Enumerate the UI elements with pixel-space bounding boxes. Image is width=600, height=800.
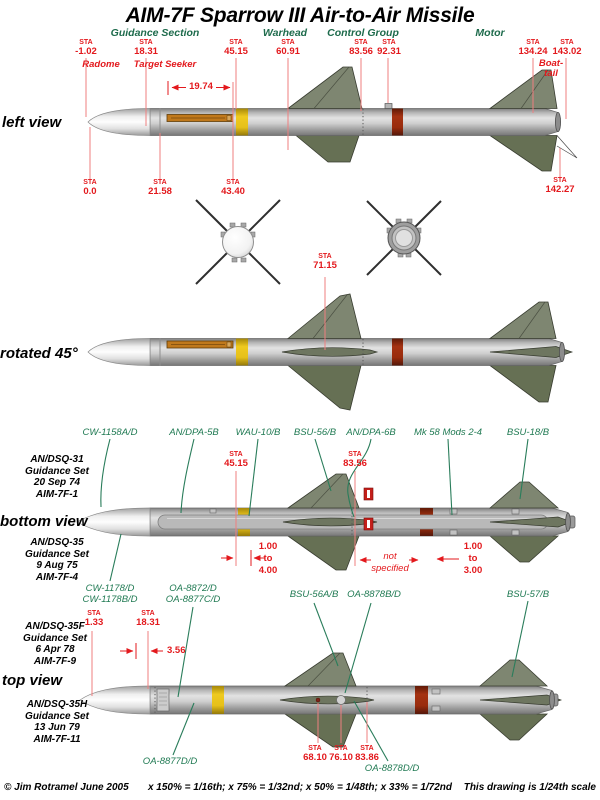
dimension-annotations <box>120 81 459 659</box>
part-label: BSU-56A/B <box>289 589 339 600</box>
boattail-label: Boat-tail <box>538 58 564 79</box>
rotated-view-drawing <box>87 293 574 411</box>
top-view-label: top view <box>2 672 63 689</box>
left-view-drawing <box>87 66 578 172</box>
rotated-view-label: rotated 45° <box>0 345 78 362</box>
green-leader-lines <box>100 438 529 762</box>
left-view-label: left view <box>2 114 62 131</box>
part-label: BSU-56/B <box>293 427 337 438</box>
scale-conversions-note: x 150% = 1/16th; x 75% = 1/32nd; x 50% =… <box>147 782 453 793</box>
target-seeker-label: Target Seeker <box>133 59 197 70</box>
nose-plate-dimension: 3.56 <box>167 645 186 656</box>
bottom-view-drawing <box>76 473 576 571</box>
scale-note: This drawing is 1/24th scale <box>463 782 596 793</box>
red-leader-lines <box>85 58 567 743</box>
part-label: BSU-57/B <box>506 589 550 600</box>
part-label: CW-1158A/D <box>82 427 138 438</box>
front-cross-section <box>195 199 281 285</box>
part-label: OA-8877D/D <box>142 756 198 767</box>
warning-flags <box>363 487 374 531</box>
page-title: AIM-7F Sparrow III Air-to-Air Missile <box>125 4 475 27</box>
section-label-motor: Motor <box>475 27 505 39</box>
part-label: OA-8878D/D <box>364 763 420 774</box>
section-label-control-group: Control Group <box>327 27 399 39</box>
bottom-view-label: bottom view <box>0 513 88 530</box>
part-label: OA-8878B/D <box>347 589 401 600</box>
section-label-warhead: Warhead <box>262 27 308 39</box>
part-label: WAU-10/B <box>235 427 281 438</box>
copyright-note: © Jim Rotramel June 2005 <box>4 782 129 793</box>
part-label: Mk 58 Mods 2-4 <box>413 427 483 438</box>
top-view-drawing <box>79 652 563 748</box>
part-label: AN/DPA-6B <box>346 427 396 438</box>
radome-label: Radome <box>82 59 120 70</box>
part-label: BSU-18/B <box>506 427 550 438</box>
section-label-guidance: Guidance Section <box>110 27 200 39</box>
part-label: AN/DPA-5B <box>169 427 219 438</box>
sta-callout: STA-1.02 <box>75 39 97 57</box>
seeker-length-dimension: 19.74 <box>189 81 213 92</box>
rear-cross-section <box>366 200 442 276</box>
